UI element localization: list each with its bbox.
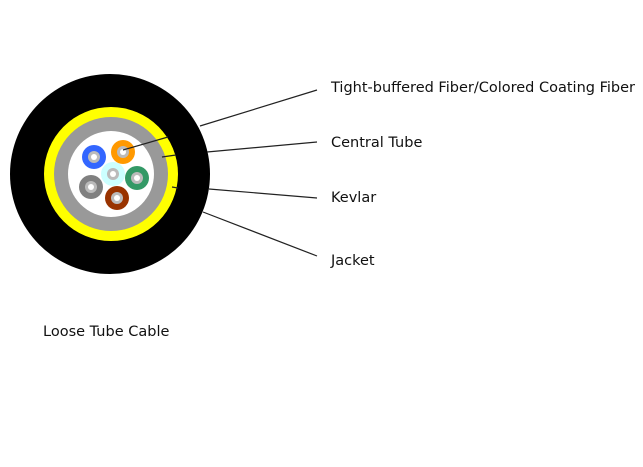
central-tube-leader-line — [161, 154, 177, 158]
central-tube-leader-line — [206, 141, 318, 153]
fiber-core — [91, 154, 97, 160]
label-fiber: Tight-buffered Fiber/Colored Coating Fib… — [331, 80, 635, 96]
label-central-tube: Central Tube — [331, 135, 423, 151]
fiber-core — [134, 175, 140, 181]
fiber-core — [114, 195, 120, 201]
fiber-leader-line — [199, 89, 318, 127]
caption: Loose Tube Cable — [43, 324, 170, 340]
kevlar-leader-line — [171, 186, 179, 189]
kevlar-leader-line — [208, 188, 318, 199]
fiber-core — [88, 184, 94, 190]
fiber-core — [120, 149, 126, 155]
label-jacket: Jacket — [331, 253, 375, 269]
fiber-core — [110, 171, 116, 177]
jacket-leader-line — [202, 211, 318, 257]
fiber-leader-line — [122, 136, 169, 151]
label-kevlar: Kevlar — [331, 190, 377, 206]
